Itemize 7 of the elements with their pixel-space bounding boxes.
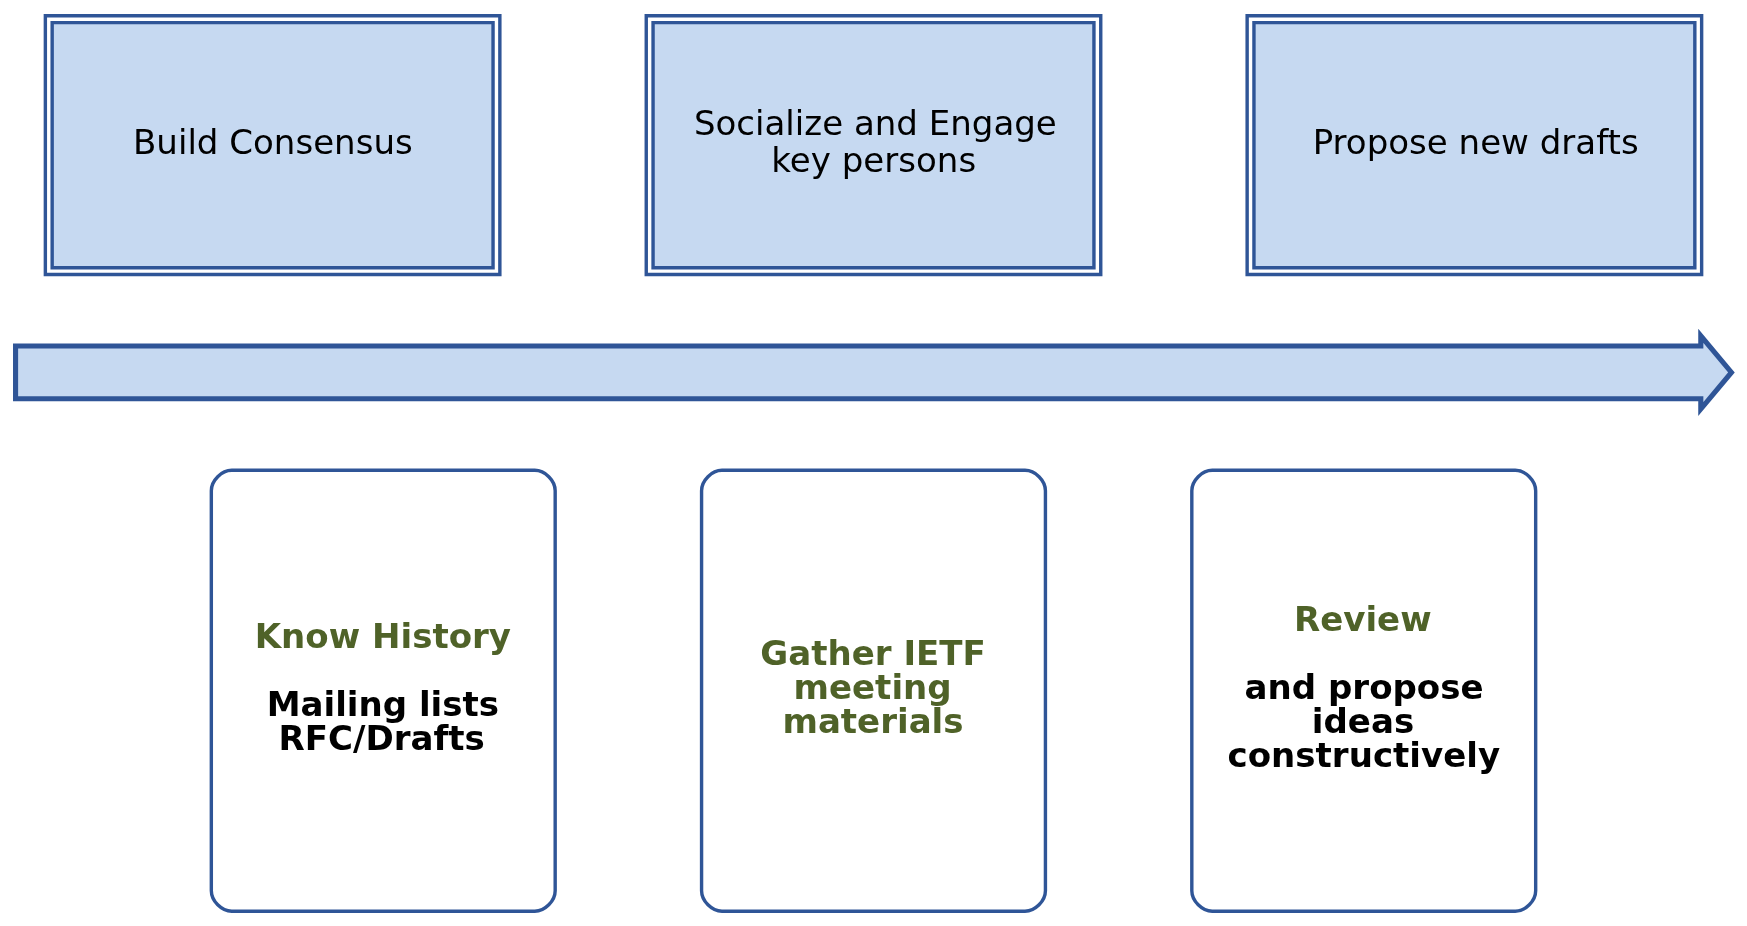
node-box: Build Consensus [43,13,502,276]
node-box: Review and propose ideas constructively [1190,468,1538,913]
node-box: Gather IETF meeting materials [699,468,1048,913]
node-box: Propose new drafts [1245,13,1704,276]
node-arrow [13,328,1735,416]
node-box: Socialize and Engage key persons [644,13,1103,276]
node-box: Know History Mailing lists RFC/Drafts [209,468,557,913]
